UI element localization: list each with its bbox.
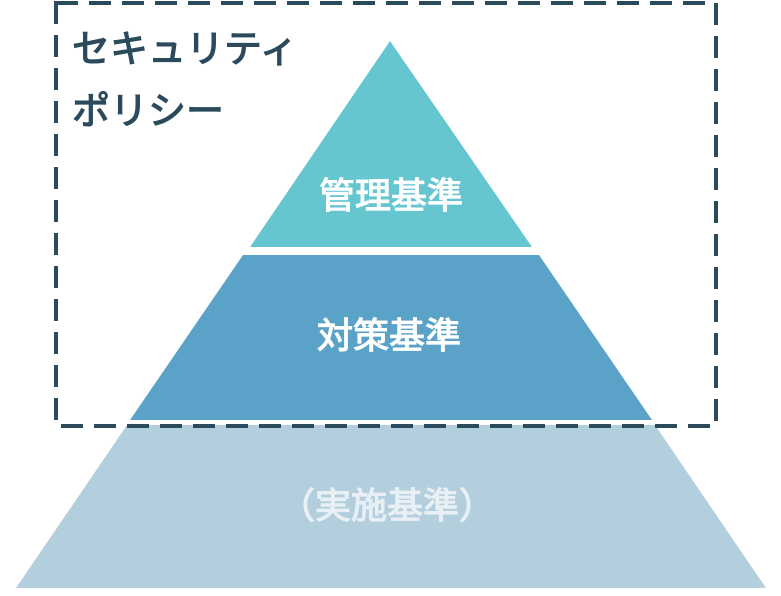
tier-label-management: 管理基準 — [319, 176, 463, 217]
pyramid-tier-implementation — [16, 425, 766, 588]
pyramid-tier-countermeasure — [130, 255, 652, 420]
tier-label-implementation: （実施基準） — [279, 486, 495, 527]
security-policy-label: セキュリティ ポリシー — [72, 18, 332, 142]
security-policy-label-line1: セキュリティ — [72, 27, 298, 71]
security-policy-boundary — [54, 1, 718, 428]
tier-label-countermeasure: 対策基準 — [317, 316, 461, 357]
security-policy-label-line2: ポリシー — [72, 89, 225, 133]
pyramid-tier-management — [250, 41, 532, 247]
